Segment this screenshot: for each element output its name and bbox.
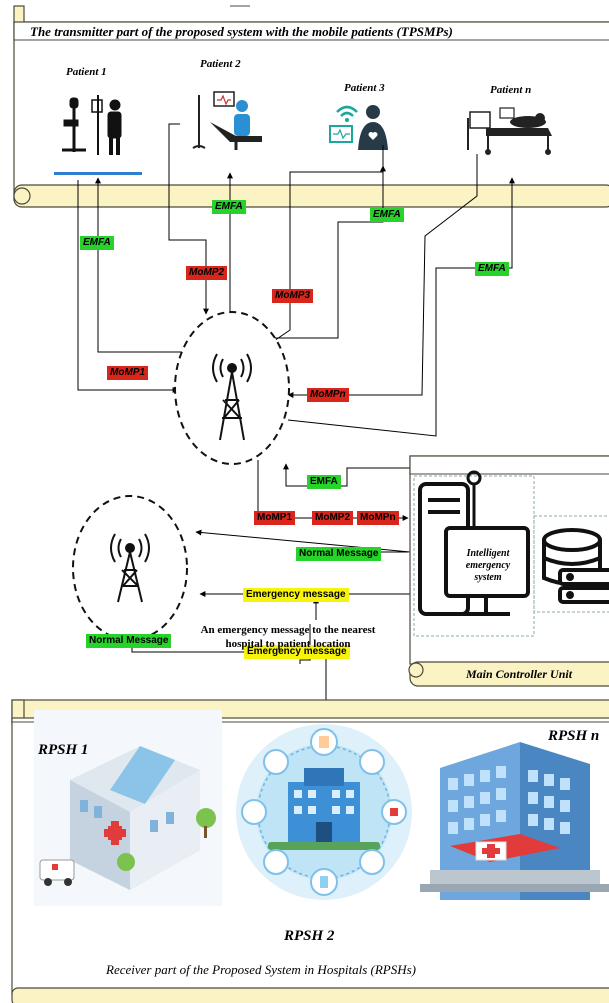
- hospital-1-icon: [34, 710, 222, 906]
- momp2-label: MoMP2: [186, 266, 227, 280]
- patient-2-label: Patient 2: [200, 58, 241, 70]
- hospital-1-label: RPSH 1: [38, 742, 89, 758]
- controller-title: Main Controller Unit: [466, 667, 573, 681]
- emfa-label-patient-n: EMFA: [475, 262, 509, 276]
- emergency-message-label-2: Emergency message: [244, 645, 350, 659]
- transmitter-title: The transmitter part of the proposed sys…: [30, 24, 453, 39]
- emfa-label-patient-1: EMFA: [80, 236, 114, 250]
- momp2-controller-label: MoMP2: [312, 511, 353, 525]
- mompn-label: MoMPn: [307, 388, 349, 402]
- mompn-controller-label: MoMPn: [357, 511, 399, 525]
- patient-2-icon: [192, 91, 262, 150]
- patient-1-icon: [54, 95, 142, 175]
- momp1-controller-label: MoMP1: [254, 511, 295, 525]
- emergency-note: An emergency message to the nearest hosp…: [200, 624, 376, 650]
- patient-3-icon: [329, 105, 388, 150]
- patient-3-label: Patient 3: [344, 82, 385, 94]
- intelligent-system-text: Intelligent emergency system: [465, 548, 511, 583]
- hospital-n-icon: [420, 742, 609, 900]
- hospital-2-label: RPSH 2: [284, 928, 335, 944]
- patient-n-icon: [467, 107, 552, 155]
- receiver-title: Receiver part of the Proposed System in …: [106, 962, 417, 977]
- emergency-message-label-1: Emergency message: [243, 588, 349, 602]
- database-icon: [542, 528, 609, 604]
- transmitter-panel: [13, 5, 609, 208]
- patient-1-label: Patient 1: [66, 66, 107, 78]
- momp1-label: MoMP1: [107, 366, 148, 380]
- emfa-label-patient-2: EMFA: [212, 200, 246, 214]
- receiver-tower: [72, 495, 188, 641]
- hospital-2-icon: [236, 724, 412, 900]
- emfa-label-patient-3: EMFA: [370, 208, 404, 222]
- emfa-label-controller: EMFA: [307, 475, 341, 489]
- normal-message-label-1: Normal Message: [296, 547, 382, 561]
- computer-icon: [418, 470, 530, 616]
- central-tower: [174, 311, 290, 465]
- momp3-label: MoMP3: [272, 289, 313, 303]
- hospital-n-label: RPSH n: [548, 728, 600, 744]
- patient-n-label: Patient n: [490, 84, 532, 96]
- normal-message-label-2: Normal Message: [86, 634, 172, 648]
